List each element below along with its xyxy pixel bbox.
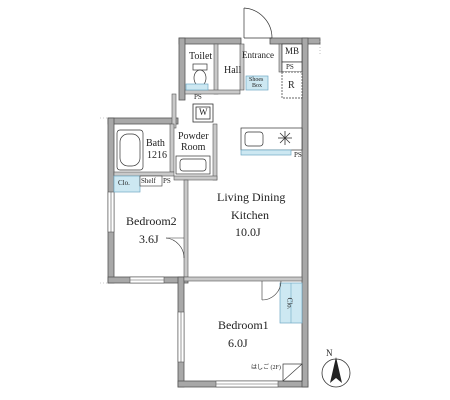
clo-bed2-label: Clo. — [118, 179, 130, 187]
sink-icon — [175, 155, 211, 175]
w-label: W — [199, 107, 208, 117]
kitchen-counter — [240, 127, 303, 156]
guide-lines — [100, 38, 321, 284]
interior-walls — [113, 43, 303, 282]
compass-north-label: N — [326, 348, 333, 358]
ps-hall-label: PS — [194, 93, 202, 101]
ldk-size: 10.0J — [235, 225, 261, 239]
ps-bed2-label: PS — [163, 177, 171, 185]
door-swing-icon — [243, 7, 273, 39]
r-box — [281, 71, 303, 99]
shoes-box-label-2: Box — [252, 83, 263, 89]
clo-bed1-label: Clo. — [285, 297, 294, 310]
hall-label: Hall — [224, 65, 242, 76]
ps-kitchen-label: PS — [294, 151, 302, 159]
windows — [107, 191, 279, 388]
bedroom2-label: Bedroom2 — [126, 214, 177, 228]
ladder-diagonal — [282, 363, 303, 382]
toilet-label: Toilet — [189, 51, 213, 62]
bedroom1-size: 6.0J — [228, 336, 248, 350]
bathtub-icon — [116, 129, 144, 171]
shoes-box-label-1: Shoes — [249, 77, 264, 83]
mb-label: MB — [285, 46, 300, 56]
toilet-icon — [185, 63, 209, 91]
compass-arrow-icon — [321, 357, 351, 388]
bedroom1-label: Bedroom1 — [218, 318, 269, 332]
shelf-label: Shelf — [141, 177, 156, 185]
bedroom2-door-icon — [165, 237, 185, 259]
bath-label-1: Bath — [146, 138, 165, 149]
bath-label-2: 1216 — [147, 150, 167, 161]
ldk-label-2: Kitchen — [231, 208, 269, 222]
powder-room-label-1: Powder — [178, 131, 209, 142]
bedroom2-size: 3.6J — [139, 232, 159, 246]
stove-icon — [278, 131, 292, 145]
powder-room-label-2: Room — [181, 142, 206, 153]
washer-icon — [192, 103, 214, 123]
r-label: R — [288, 80, 295, 91]
ladder-label: はしご (2F) — [251, 365, 281, 371]
ps-top-label: PS — [286, 63, 294, 71]
entrance-label: Entrance — [242, 50, 274, 60]
shelf-box — [139, 175, 163, 187]
bedroom1-door-icon — [261, 280, 282, 301]
ldk-label-1: Living Dining — [217, 190, 286, 204]
shoes-box — [245, 75, 269, 91]
